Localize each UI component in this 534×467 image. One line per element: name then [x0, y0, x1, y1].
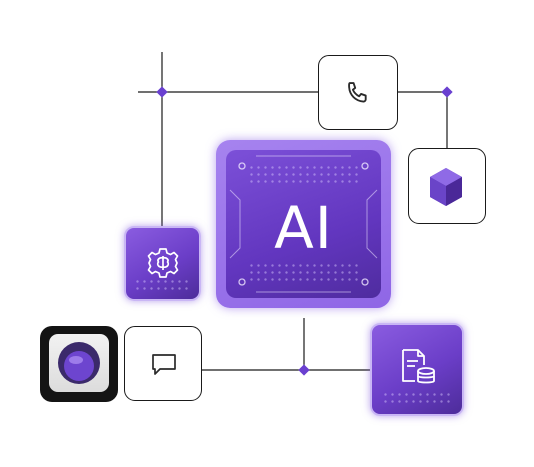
phone-tile[interactable] — [318, 55, 398, 130]
cube-icon — [430, 168, 462, 206]
chat-tile[interactable] — [124, 326, 202, 401]
ai-chip-icon — [229, 155, 378, 293]
connector-node — [156, 86, 168, 98]
chat-bubble-icon — [152, 354, 176, 375]
tile-dot-grid — [134, 278, 192, 292]
chip-dot-grid — [248, 164, 360, 184]
phone-icon — [348, 82, 367, 103]
cube-tile[interactable] — [408, 148, 486, 224]
ai-label: AI — [274, 194, 333, 262]
ai-chip-core: AI — [226, 150, 381, 298]
connector-node — [441, 86, 453, 98]
document-database-icon — [402, 349, 435, 384]
user-avatar-icon — [58, 342, 100, 384]
chip-dot-grid — [248, 262, 360, 282]
gear-brain-icon — [147, 248, 179, 278]
document-database-tile[interactable] — [370, 323, 464, 416]
tile-dot-grid — [382, 391, 454, 405]
gear-brain-tile[interactable] — [124, 226, 201, 301]
avatar-tile[interactable] — [40, 326, 118, 402]
connector-node — [298, 364, 310, 376]
ai-chip[interactable]: AI — [216, 140, 391, 308]
